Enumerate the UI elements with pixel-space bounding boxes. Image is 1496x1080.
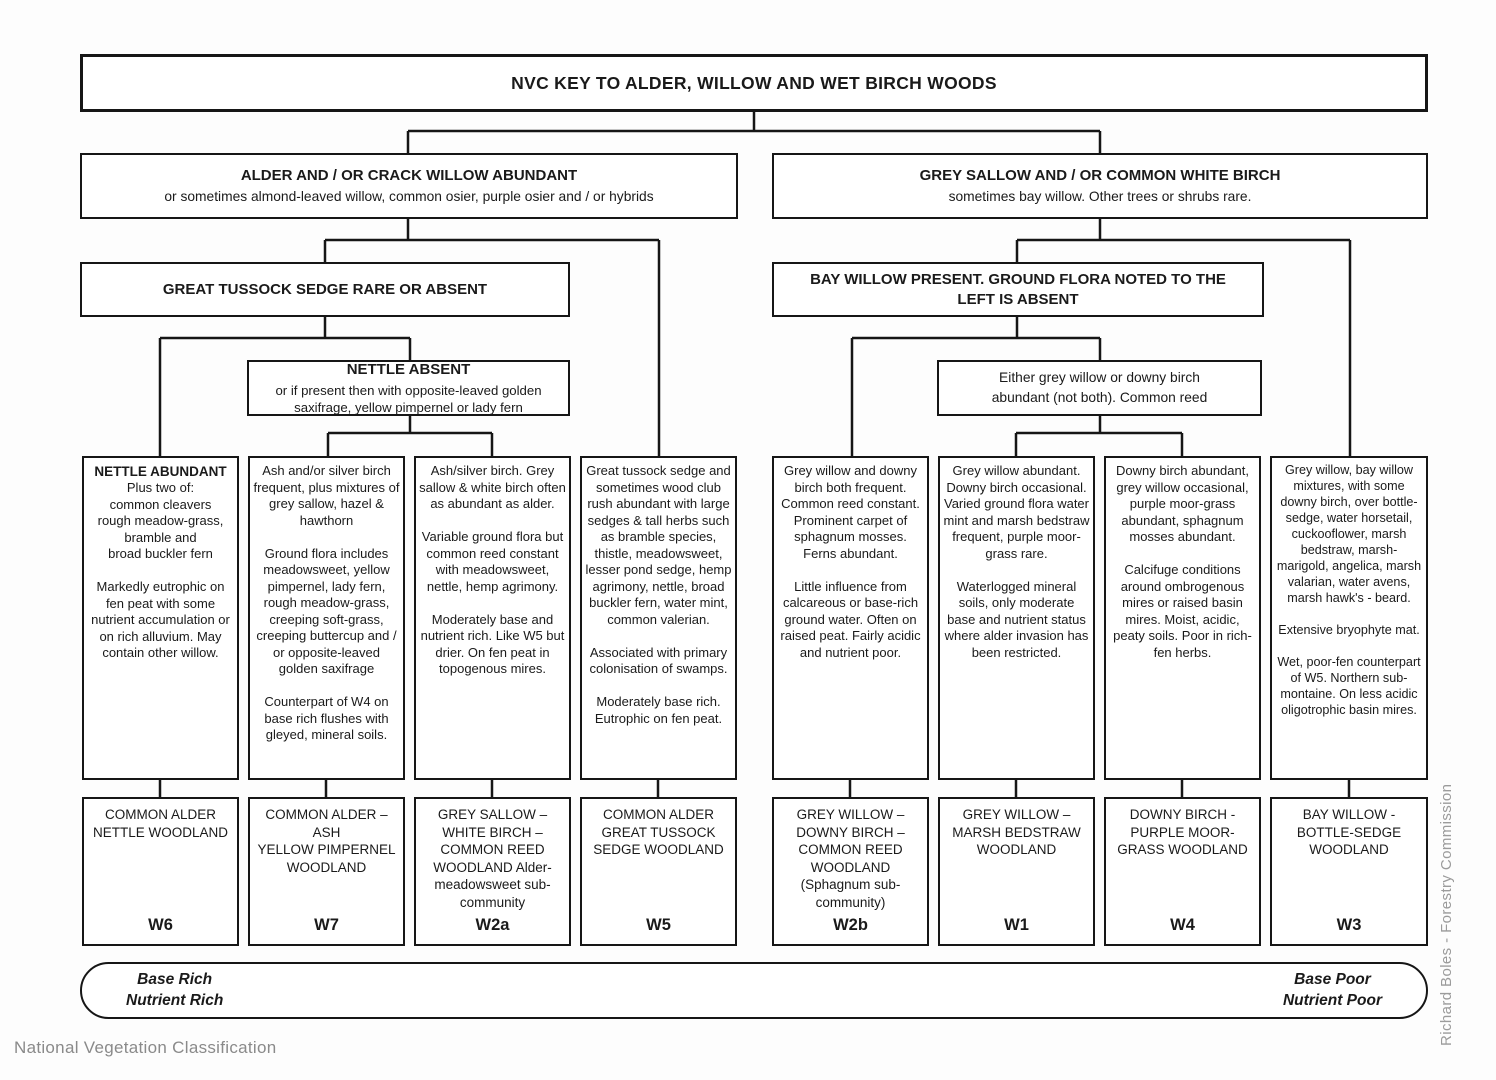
result-box-w4: DOWNY BIRCH - PURPLE MOOR- GRASS WOODLAN…: [1104, 797, 1261, 946]
woodland-code: W5: [646, 916, 671, 934]
result-box-w6: COMMON ALDER NETTLE WOODLAND W6: [82, 797, 239, 946]
woodland-name: GREY WILLOW – MARSH BEDSTRAW WOODLAND: [952, 807, 1081, 858]
title-box: NVC KEY TO ALDER, WILLOW AND WET BIRCH W…: [80, 54, 1428, 112]
woodland-name: GREY SALLOW – WHITE BIRCH – COMMON REED …: [433, 807, 552, 910]
page-title: NVC KEY TO ALDER, WILLOW AND WET BIRCH W…: [511, 72, 997, 93]
criteria-box-w1: Grey willow abundant. Downy birch occasi…: [938, 456, 1095, 780]
credit-vertical: Richard Boles - Forestry Commission: [1438, 783, 1455, 1047]
result-box-w1: GREY WILLOW – MARSH BEDSTRAW WOODLAND W1: [938, 797, 1095, 946]
woodland-code: W3: [1336, 916, 1362, 934]
footer-note: National Vegetation Classification: [14, 1038, 277, 1057]
woodland-name: BAY WILLOW - BOTTLE-SEDGE WOODLAND: [1296, 807, 1402, 858]
node-bay-willow-present: BAY WILLOW PRESENT. GROUND FLORA NOTED T…: [772, 262, 1264, 317]
criteria-text: Ash and/or silver birch frequent, plus m…: [253, 463, 400, 742]
criteria-text: Ash/silver birch. Grey sallow & white bi…: [419, 463, 566, 676]
node-subtext: or if present then with opposite-leaved …: [275, 382, 542, 415]
result-box-w7: COMMON ALDER – ASH YELLOW PIMPERNEL WOOD…: [248, 797, 405, 946]
criteria-text: Great tussock sedge and sometimes wood c…: [585, 463, 732, 726]
result-box-w2b: GREY WILLOW – DOWNY BIRCH – COMMON REED …: [772, 797, 929, 946]
woodland-code: W2b: [833, 916, 868, 934]
woodland-code: W6: [148, 916, 173, 934]
result-box-w2a: GREY SALLOW – WHITE BIRCH – COMMON REED …: [414, 797, 571, 946]
base-rich-label: Base Rich Nutrient Rich: [126, 970, 224, 1009]
result-box-w3: BAY WILLOW - BOTTLE-SEDGE WOODLAND W3: [1270, 797, 1428, 946]
woodland-code: W1: [1004, 916, 1029, 934]
result-box-w5: COMMON ALDER GREAT TUSSOCK SEDGE WOODLAN…: [580, 797, 737, 946]
woodland-name: GREY WILLOW – DOWNY BIRCH – COMMON REED …: [796, 807, 905, 910]
woodland-name: COMMON ALDER GREAT TUSSOCK SEDGE WOODLAN…: [593, 807, 724, 858]
criteria-text: Grey willow abundant. Downy birch occasi…: [943, 463, 1090, 660]
woodland-name: COMMON ALDER NETTLE WOODLAND: [92, 807, 228, 840]
base-poor-label: Base Poor Nutrient Poor: [1282, 970, 1382, 1009]
node-heading: BAY WILLOW PRESENT. GROUND FLORA NOTED T…: [810, 271, 1226, 308]
node-subtext: sometimes bay willow. Other trees or shr…: [948, 188, 1252, 204]
node-text: Either grey willow or downy birch abunda…: [991, 370, 1208, 405]
woodland-name: COMMON ALDER – ASH YELLOW PIMPERNEL WOOD…: [257, 807, 396, 875]
node-great-tussock-sedge-rare: GREAT TUSSOCK SEDGE RARE OR ABSENT: [80, 262, 570, 317]
criteria-box-w2b: Grey willow and downy birch both frequen…: [772, 456, 929, 780]
node-heading: NETTLE ABSENT: [346, 361, 471, 379]
criteria-text: Plus two of: common cleavers rough meado…: [91, 480, 230, 661]
gradient-pill: Base Rich Nutrient Rich Base Poor Nutrie…: [80, 962, 1428, 1019]
criteria-box-w3: Grey willow, bay willow mixtures, with s…: [1270, 456, 1428, 780]
woodland-code: W7: [314, 916, 339, 934]
criteria-box-w2a: Ash/silver birch. Grey sallow & white bi…: [414, 456, 571, 780]
criteria-box-w4: Downy birch abundant, grey willow occasi…: [1104, 456, 1261, 780]
node-heading: GREAT TUSSOCK SEDGE RARE OR ABSENT: [162, 280, 488, 298]
node-grey-sallow-white-birch: GREY SALLOW AND / OR COMMON WHITE BIRCH …: [772, 153, 1428, 219]
criteria-heading: NETTLE ABUNDANT: [94, 464, 227, 479]
woodland-code: W2a: [475, 916, 510, 934]
criteria-text: Downy birch abundant, grey willow occasi…: [1113, 463, 1252, 660]
node-heading: ALDER AND / OR CRACK WILLOW ABUNDANT: [240, 167, 578, 185]
node-heading: GREY SALLOW AND / OR COMMON WHITE BIRCH: [919, 167, 1281, 185]
node-alder-crack-willow: ALDER AND / OR CRACK WILLOW ABUNDANT or …: [80, 153, 738, 219]
criteria-box-w5: Great tussock sedge and sometimes wood c…: [580, 456, 737, 780]
criteria-text: Grey willow and downy birch both frequen…: [780, 463, 921, 660]
node-subtext: or sometimes almond-leaved willow, commo…: [164, 188, 654, 204]
criteria-text: Grey willow, bay willow mixtures, with s…: [1276, 463, 1422, 717]
woodland-name: DOWNY BIRCH - PURPLE MOOR- GRASS WOODLAN…: [1117, 807, 1248, 858]
criteria-box-w6: NETTLE ABUNDANT Plus two of: common clea…: [82, 456, 239, 780]
criteria-box-w7: Ash and/or silver birch frequent, plus m…: [248, 456, 405, 780]
woodland-code: W4: [1170, 916, 1195, 934]
node-either-grey-willow-downy-birch: Either grey willow or downy birch abunda…: [937, 360, 1262, 416]
node-nettle-absent: NETTLE ABSENT or if present then with op…: [247, 360, 570, 416]
